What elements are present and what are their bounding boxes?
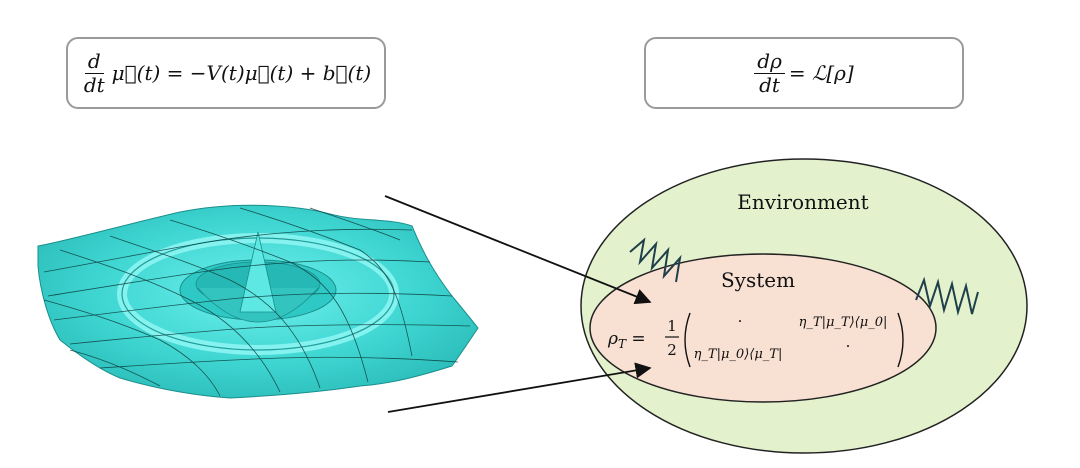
lower-arrow (387, 362, 652, 413)
matrix-top-right: η_T|μ_T⟩⟨μ_0| (799, 315, 888, 330)
classical-equation: d dt μ⃗(t) = −V(t)μ⃗(t) + b⃗(t) (81, 49, 372, 97)
system-label: System (721, 268, 795, 292)
density-matrix: ρT = 1 2 · η_T|μ_T⟩⟨μ_0| η_T|μ_0⟩⟨μ_T| · (607, 312, 904, 368)
upper-arrow (384, 195, 652, 305)
wave-surface (37, 204, 479, 399)
environment-label: Environment (737, 190, 868, 214)
master-equation: dρ dt = ℒ[ρ] (754, 49, 854, 97)
frac-numerator: dρ (754, 49, 785, 74)
rho-symbol: ρ (607, 329, 618, 349)
system-ellipse (589, 253, 937, 403)
classical-equation-rhs: μ⃗(t) = −V(t)μ⃗(t) + b⃗(t) (111, 61, 372, 85)
derivative-fraction: d dt (81, 49, 108, 97)
frac-denominator: dt (759, 72, 780, 97)
matrix-bottom-right: · (846, 337, 851, 355)
frac-numerator: d (84, 49, 104, 74)
master-equation-box: dρ dt = ℒ[ρ] (644, 37, 964, 109)
right-interaction-wave (915, 276, 979, 316)
classical-equation-box: d dt μ⃗(t) = −V(t)μ⃗(t) + b⃗(t) (66, 37, 386, 109)
matrix-top-left: · (738, 312, 743, 330)
left-interaction-wave (629, 237, 682, 283)
half-denominator: 2 (667, 341, 677, 359)
derivative-fraction: dρ dt (754, 49, 785, 97)
svg-text:ρT =: ρT = (607, 329, 646, 351)
rho-subscript: T (618, 337, 627, 351)
half-numerator: 1 (667, 317, 677, 335)
frac-denominator: dt (83, 72, 105, 97)
master-equation-rhs: = ℒ[ρ] (788, 61, 854, 85)
matrix-bottom-left: η_T|μ_0⟩⟨μ_T| (694, 347, 783, 362)
